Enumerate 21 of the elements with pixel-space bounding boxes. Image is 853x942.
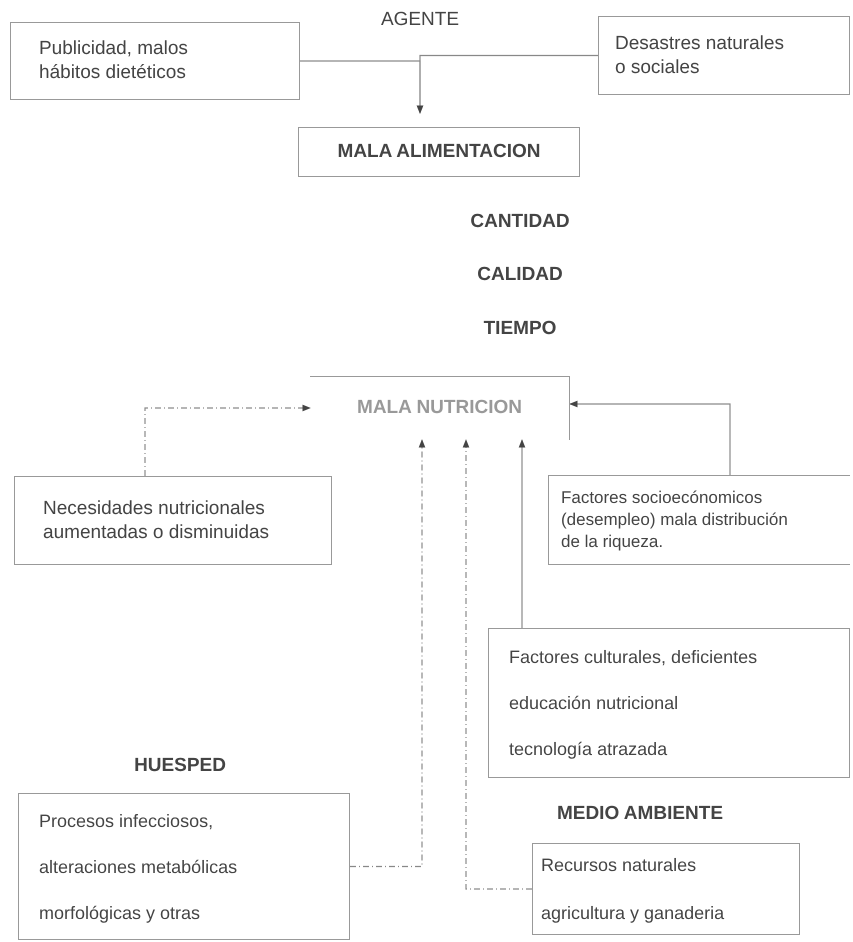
text-box: Desastres naturales o sociales <box>598 16 850 95</box>
arrow <box>569 400 731 475</box>
heading-label: TIEMPO <box>482 317 558 341</box>
text-box: MALA ALIMENTACION <box>298 127 580 177</box>
heading-label: HUESPED <box>133 754 227 778</box>
heading-label: AGENTE <box>380 8 460 32</box>
arrow <box>350 439 426 868</box>
arrow <box>416 54 598 114</box>
text-box: Recursos naturales agricultura y ganaderia <box>532 843 800 935</box>
text-box: Procesos infecciosos, alteraciones metabólicas morfológicas y otras <box>18 793 350 940</box>
text-box: Necesidades nutricionales aumentadas o disminuidas <box>14 476 332 565</box>
heading-label: CALIDAD <box>476 263 564 287</box>
arrow <box>518 439 526 628</box>
text-box: Factores culturales, deficientes educación nutricional tecnología atrazada <box>488 628 850 778</box>
arrow <box>144 404 311 476</box>
heading-label: CANTIDAD <box>469 210 571 234</box>
text-box: Factores socioecónomicos (desempleo) mala distribución de la riqueza. <box>548 475 850 565</box>
arrow <box>462 439 532 890</box>
heading-label: MEDIO AMBIENTE <box>556 802 724 826</box>
text-box: Publicidad, malos hábitos dietéticos <box>10 22 300 100</box>
text-box: MALA NUTRICION <box>310 376 570 440</box>
